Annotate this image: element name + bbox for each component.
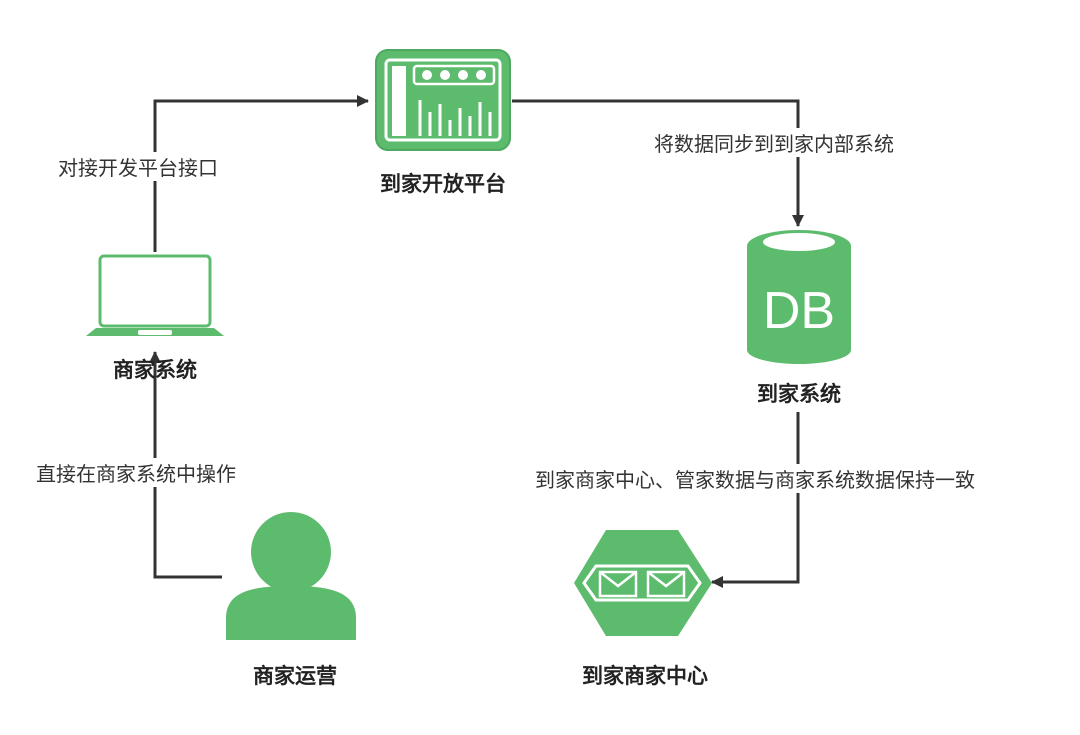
dashboard-window-icon [375,49,511,151]
edge-label-ops-to-merchant: 直接在商家系统中操作 [36,458,236,487]
mail-hexagon-icon [574,530,712,636]
merchant-center-label: 到家商家中心 [582,664,708,688]
edge-label-platform-to-db: 将数据同步到到家内部系统 [654,128,894,157]
edge-merchant-to-platform [153,95,369,252]
database-icon: DB [747,230,851,364]
laptop-icon [86,254,224,336]
merchant-system-label: 商家系统 [113,358,197,382]
open-platform-label: 到家开放平台 [380,172,506,196]
person-icon [226,512,356,640]
db-glyph: DB [763,282,835,340]
daojia-system-label: 到家系统 [757,382,841,406]
edge-platform-to-db [512,99,804,227]
merchant-ops-label: 商家运营 [253,664,337,688]
edge-label-db-to-center: 到家商家中心、管家数据与商家系统数据保持一致 [535,464,975,493]
edge-ops-to-merchant [149,351,222,579]
edge-label-merchant-to-platform: 对接开发平台接口 [58,152,218,181]
edge-db-to-center [711,412,800,588]
